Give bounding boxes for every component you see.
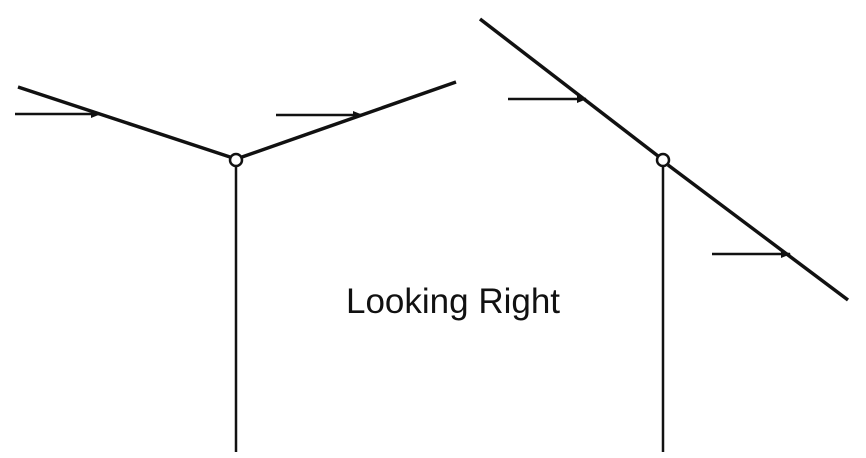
left-figure-left-arm	[17, 85, 231, 159]
right-figure	[478, 17, 850, 452]
right-figure-slanted-surface-lower	[666, 163, 850, 302]
left-pivot	[228, 152, 244, 168]
left-figure-right-arm	[241, 80, 457, 159]
right-pivot	[655, 152, 671, 168]
right-figure-slanted-surface-upper	[478, 17, 660, 158]
left-figure	[15, 80, 457, 452]
diagram-caption: Looking Right	[346, 282, 561, 321]
